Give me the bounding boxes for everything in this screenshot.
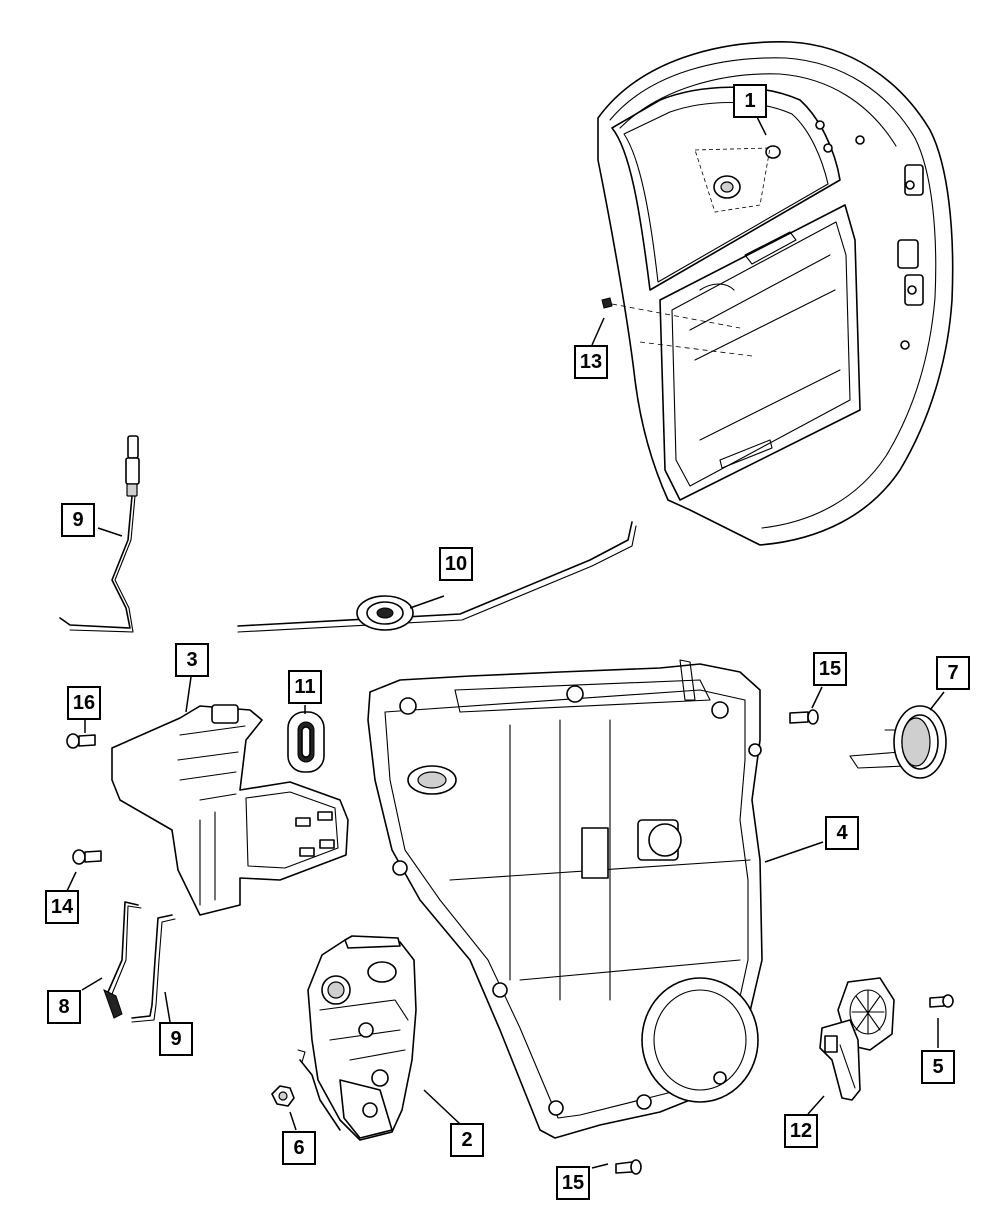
callout-6: 6: [282, 1131, 316, 1165]
bracket-3: [111, 704, 349, 916]
callout-2: 2: [450, 1123, 484, 1157]
callout-15-lower: 15: [556, 1166, 590, 1200]
callout-7: 7: [936, 656, 970, 690]
grommet-11: [287, 711, 325, 773]
callout-13: 13: [574, 345, 608, 379]
callout-4: 4: [825, 816, 859, 850]
callout-9-upper: 9: [61, 503, 95, 537]
rod-10: [237, 521, 637, 633]
rod-9-upper: [59, 435, 140, 633]
screw-16: [66, 733, 96, 749]
callout-3: 3: [175, 643, 209, 677]
screw-15-upper: [789, 709, 819, 725]
callout-8: 8: [47, 990, 81, 1024]
callout-11: 11: [288, 670, 322, 704]
door-latch-2: [297, 935, 417, 1141]
door-carrier-4: [367, 659, 763, 1139]
callout-5: 5: [921, 1050, 955, 1084]
rod-9-lower: [131, 914, 176, 1023]
screw-5: [929, 994, 954, 1008]
leader-lines: [66, 116, 945, 1169]
callout-15-upper: 15: [813, 652, 847, 686]
nut-6: [271, 1085, 295, 1107]
rod-8: [103, 901, 142, 1019]
screw-14: [72, 849, 102, 865]
window-motor-12: [819, 977, 895, 1101]
callout-10: 10: [439, 547, 473, 581]
speaker-ring-7: [849, 705, 947, 779]
callout-14: 14: [45, 890, 79, 924]
callout-12: 12: [784, 1114, 818, 1148]
callout-9-lower: 9: [159, 1022, 193, 1056]
screw-15-lower: [615, 1159, 642, 1175]
callout-16: 16: [67, 686, 101, 720]
callout-1: 1: [733, 84, 767, 118]
door-shell: [597, 41, 954, 546]
